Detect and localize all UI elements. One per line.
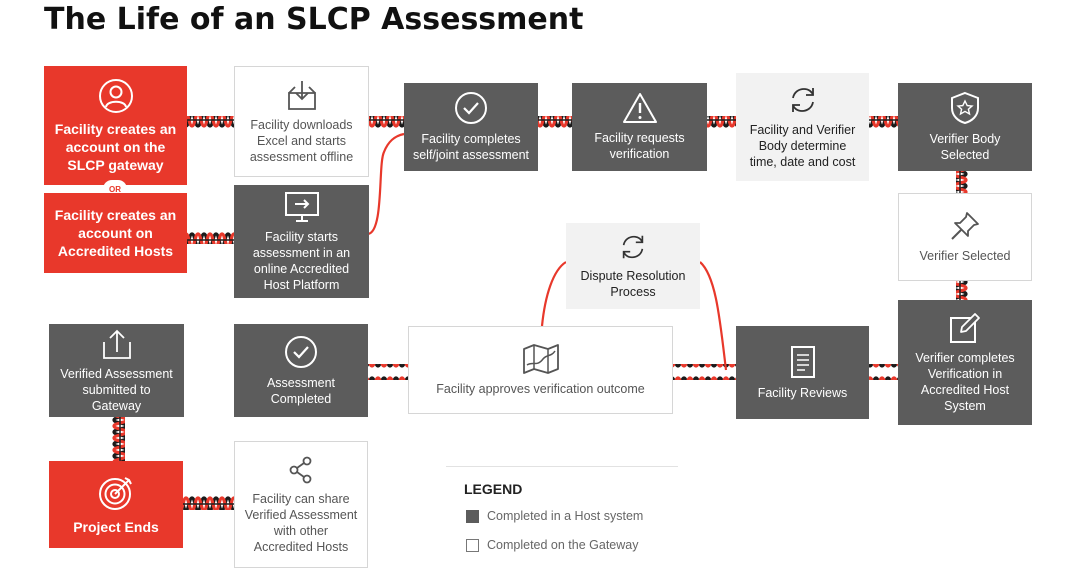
step-facility-approves: Facility approves verification outcome — [408, 326, 673, 414]
step-facility-downloads: Facility downloads Excel and starts asse… — [234, 66, 369, 177]
step-verifier-selected: Verifier Selected — [898, 193, 1032, 281]
step-label: Facility downloads Excel and starts asse… — [249, 117, 354, 164]
refresh-icon — [791, 88, 814, 112]
user-icon — [98, 78, 133, 113]
map-icon — [522, 344, 559, 374]
step-create-account-gateway: Facility creates an account on the SLCP … — [44, 66, 187, 185]
step-facility-share: Facility can share Verified Assessment w… — [234, 441, 368, 568]
step-facility-completes: Facility completes self/joint assessment — [404, 83, 538, 171]
check-circle-icon — [285, 335, 317, 368]
step-determine-time-date-cost: Facility and Verifier Body determine tim… — [736, 73, 869, 181]
refresh-icon — [622, 235, 644, 259]
step-label: Facility requests verification — [594, 131, 685, 161]
step-facility-reviews: Facility Reviews — [736, 326, 869, 419]
warning-icon — [622, 93, 657, 123]
page-title: The Life of an SLCP Assessment — [44, 2, 584, 37]
badge-star-icon — [951, 91, 979, 125]
target-icon — [99, 476, 132, 510]
step-verified-submitted: Verified Assessment submitted to Gateway — [49, 324, 184, 417]
step-label: Facility Reviews — [757, 385, 848, 400]
step-project-ends: Project Ends — [49, 461, 183, 548]
step-label: Project Ends — [73, 518, 159, 535]
step-facility-requests: Facility requests verification — [572, 83, 707, 171]
legend: LEGEND Completed in a Host system Comple… — [446, 466, 678, 566]
step-label: Assessment Completed — [266, 375, 336, 406]
legend-swatch-gray — [466, 509, 479, 523]
legend-item-gateway: Completed on the Gateway — [466, 538, 638, 552]
monitor-icon — [284, 191, 319, 222]
upload-box-icon — [102, 329, 131, 359]
step-facility-starts-online: Facility starts assessment in an online … — [234, 185, 369, 298]
step-label: Facility creates an account on Accredite… — [54, 207, 177, 259]
edit-icon — [950, 312, 980, 343]
step-label: Facility completes self/joint assessment — [412, 132, 530, 162]
step-label: Facility and Verifier Body determine tim… — [749, 123, 856, 169]
step-label: Facility starts assessment in an online … — [252, 229, 351, 292]
step-label: Verifier Selected — [919, 249, 1011, 263]
step-label: Facility can share Verified Assessment w… — [244, 491, 358, 554]
step-assessment-completed: Assessment Completed — [234, 324, 368, 417]
step-verifier-body-selected: Verifier Body Selected — [898, 83, 1032, 171]
step-dispute-resolution: Dispute Resolution Process — [566, 223, 700, 309]
step-label: Verified Assessment submitted to Gateway — [60, 366, 173, 413]
legend-item-host: Completed in a Host system — [466, 509, 643, 523]
step-label: Facility approves verification outcome — [436, 382, 645, 396]
check-circle-icon — [455, 92, 487, 124]
legend-label: Completed on the Gateway — [487, 538, 639, 552]
step-verifier-completes: Verifier completes Verification in Accre… — [898, 300, 1032, 425]
legend-title: LEGEND — [464, 481, 523, 497]
pushpin-icon — [951, 212, 979, 240]
step-label: Facility creates an account on the SLCP … — [54, 120, 177, 173]
legend-swatch-white — [466, 538, 479, 552]
document-icon — [790, 345, 815, 378]
share-icon — [289, 456, 312, 483]
legend-label: Completed in a Host system — [487, 509, 644, 523]
download-box-icon — [287, 80, 316, 110]
step-label: Verifier Body Selected — [929, 132, 1001, 162]
step-label: Verifier completes Verification in Accre… — [915, 350, 1015, 413]
step-create-account-hosts: Facility creates an account on Accredite… — [44, 193, 187, 273]
step-label: Dispute Resolution Process — [580, 269, 686, 299]
